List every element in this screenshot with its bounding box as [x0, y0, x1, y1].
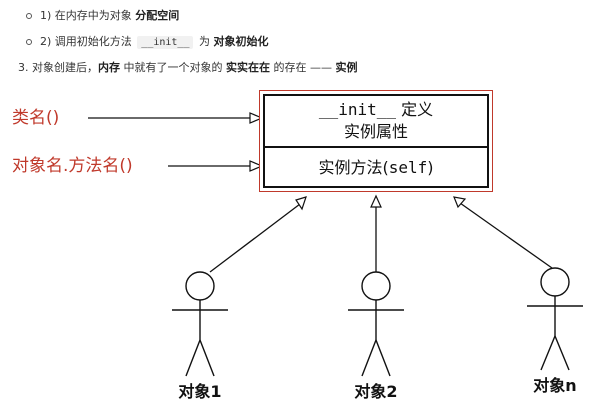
note-line-2: 2) 调用初始化方法 __init__ 为 对象初始化 [26, 34, 269, 51]
stick-figure-1-icon [172, 271, 228, 377]
object-1-label: 对象1 [178, 382, 222, 401]
note-2-code: __init__ [137, 36, 194, 49]
object-n-label: 对象n [533, 376, 577, 395]
instance-method-text: 实例方法(self) [265, 157, 487, 179]
instance-attributes-text: 实例属性 [343, 122, 408, 141]
stick-figure-n-icon [527, 267, 583, 371]
instance-2-arrowhead [370, 194, 382, 208]
note-2-bold: 对象初始化 [213, 35, 269, 48]
note-1-bold: 分配空间 [135, 9, 180, 22]
note-2-mid: 为 [195, 35, 214, 48]
class-box: __init__ 定义 实例属性 实例方法(self) [259, 90, 493, 192]
class-attributes-section: __init__ 定义 实例属性 [265, 96, 487, 148]
class-methods-section: 实例方法(self) [265, 146, 487, 186]
object-2-label: 对象2 [354, 382, 398, 401]
bullet-icon [26, 13, 32, 19]
note-line-1: 1) 在内存中为对象 分配空间 [26, 8, 180, 24]
note-3-text-2: 中就有了一个对象的 [120, 61, 226, 74]
bullet-icon [26, 39, 32, 45]
instance-n-arrowhead [453, 196, 467, 209]
note-3-text-1: 3. 对象创建后， [18, 61, 98, 74]
note-1-text: 1) 在内存中为对象 [40, 9, 136, 22]
method-param: self [388, 158, 428, 177]
note-3-bold-3: 实例 [335, 61, 358, 74]
object-method-label: 对象名.方法名() [12, 156, 133, 176]
note-line-3: 3. 对象创建后，内存 中就有了一个对象的 实实在在 的存在 —— 实例 [18, 60, 358, 76]
class-box-inner: __init__ 定义 实例属性 实例方法(self) [263, 94, 489, 188]
note-3-bold-2: 实实在在 [226, 61, 270, 74]
notes-section: 1) 在内存中为对象 分配空间 2) 调用初始化方法 __init__ 为 对象… [0, 0, 600, 80]
class-name-label: 类名() [12, 108, 60, 128]
instance-1-arrow [209, 203, 301, 273]
note-2-text: 2) 调用初始化方法 [40, 35, 136, 48]
init-definition: __init__ 定义 [265, 99, 487, 121]
method-suffix: ) [427, 158, 434, 177]
define-text: 定义 [395, 100, 434, 119]
stick-figure-2-icon [348, 271, 404, 377]
class-name-arrowhead [249, 112, 264, 124]
instance-n-arrow [459, 202, 553, 269]
note-3-bold-1: 内存 [98, 61, 120, 74]
object-method-arrowhead [249, 160, 264, 172]
note-3-text-3: 的存在 —— [270, 61, 336, 74]
method-prefix: 实例方法( [318, 158, 389, 177]
instance-1-arrowhead [295, 196, 307, 211]
init-code: __init__ [318, 100, 396, 119]
